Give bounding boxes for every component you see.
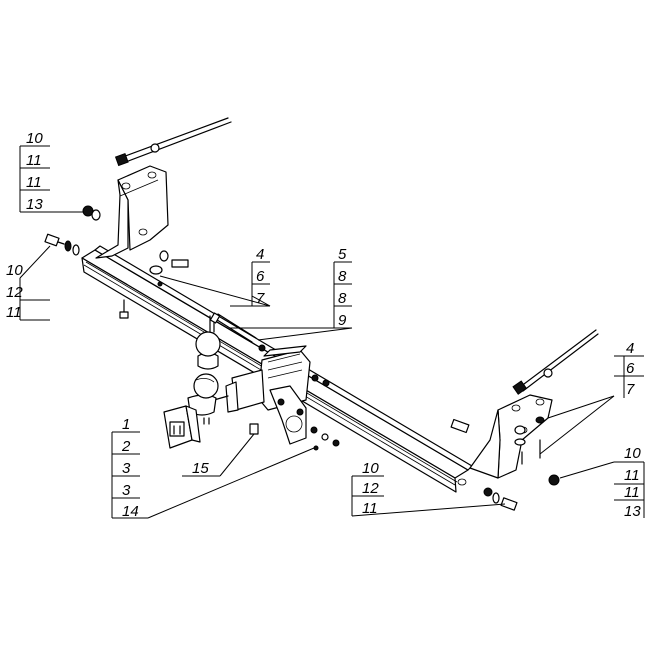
threaded-rods xyxy=(114,117,599,395)
label-2: 2 xyxy=(121,438,131,455)
left-bracket xyxy=(95,165,169,259)
label-9: 9 xyxy=(338,312,347,329)
label-15: 15 xyxy=(192,460,209,477)
label-5: 5 xyxy=(338,246,347,263)
right-bracket xyxy=(457,394,553,486)
label-13: 13 xyxy=(624,503,641,520)
label-11: 11 xyxy=(624,467,640,484)
label-10: 10 xyxy=(624,445,641,462)
label-8: 8 xyxy=(338,290,347,307)
label-group-left-mid: 10 12 11 xyxy=(6,262,50,321)
label-group-center-b: 5 8 8 9 xyxy=(333,246,352,329)
label-group-left-top: 10 11 11 13 xyxy=(19,130,50,213)
electrical-socket xyxy=(163,405,201,449)
label-11: 11 xyxy=(26,152,42,169)
label-4: 4 xyxy=(256,246,264,263)
label-11: 11 xyxy=(26,174,42,191)
center-pin xyxy=(209,312,257,343)
label-13: 13 xyxy=(26,196,43,213)
label-11: 11 xyxy=(624,484,640,501)
label-12: 12 xyxy=(362,480,379,497)
label-group-right-mid: 10 11 11 13 xyxy=(614,445,645,520)
label-8: 8 xyxy=(338,268,347,285)
label-group-right-top: 4 6 7 xyxy=(614,340,644,398)
label-11: 11 xyxy=(6,304,22,321)
label-single-15: 15 xyxy=(192,460,209,477)
label-10: 10 xyxy=(362,460,379,477)
fasteners xyxy=(44,205,560,511)
label-6: 6 xyxy=(256,268,265,285)
label-7: 7 xyxy=(626,381,635,398)
label-group-center-a: 4 6 7 xyxy=(251,246,270,307)
label-group-bottom-left: 1 2 3 3 14 xyxy=(111,416,140,520)
label-12: 12 xyxy=(6,284,23,301)
label-3: 3 xyxy=(122,460,131,477)
label-10: 10 xyxy=(6,262,23,279)
label-1: 1 xyxy=(122,416,130,433)
leader-lines xyxy=(19,211,615,519)
label-11: 11 xyxy=(362,500,378,517)
label-4: 4 xyxy=(626,340,634,357)
label-group-bottom-mid: 10 12 11 xyxy=(351,460,384,517)
label-3: 3 xyxy=(122,482,131,499)
label-7: 7 xyxy=(256,290,265,307)
label-6: 6 xyxy=(626,360,635,377)
label-10: 10 xyxy=(26,130,43,147)
label-14: 14 xyxy=(122,503,139,520)
